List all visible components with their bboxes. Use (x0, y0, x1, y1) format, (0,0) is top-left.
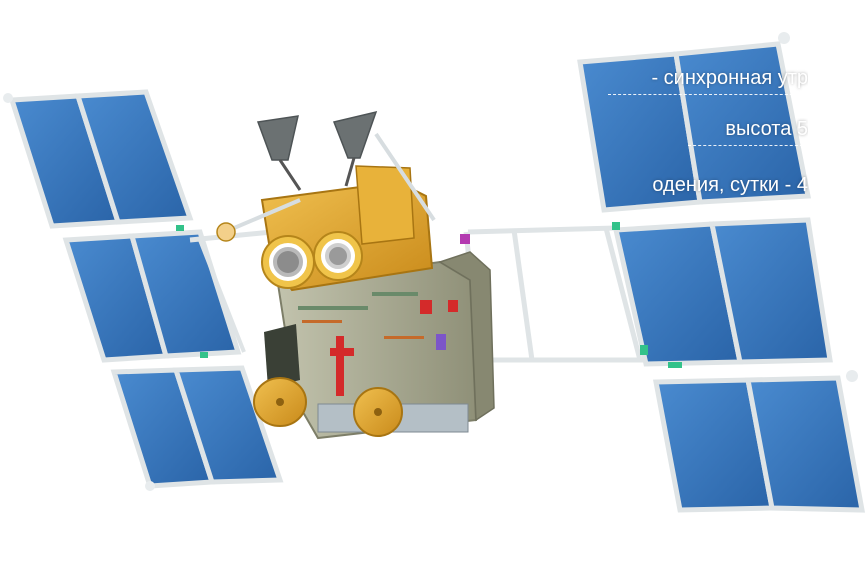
satellite-bus (216, 110, 495, 440)
right-solar-array (463, 32, 866, 513)
revisit-period-text: одения, сутки - 4 (652, 174, 808, 196)
orbit-height-text: высота 5 (688, 118, 808, 146)
left-solar-array (3, 89, 284, 491)
orbit-type-text: - синхронная утр (608, 67, 808, 95)
